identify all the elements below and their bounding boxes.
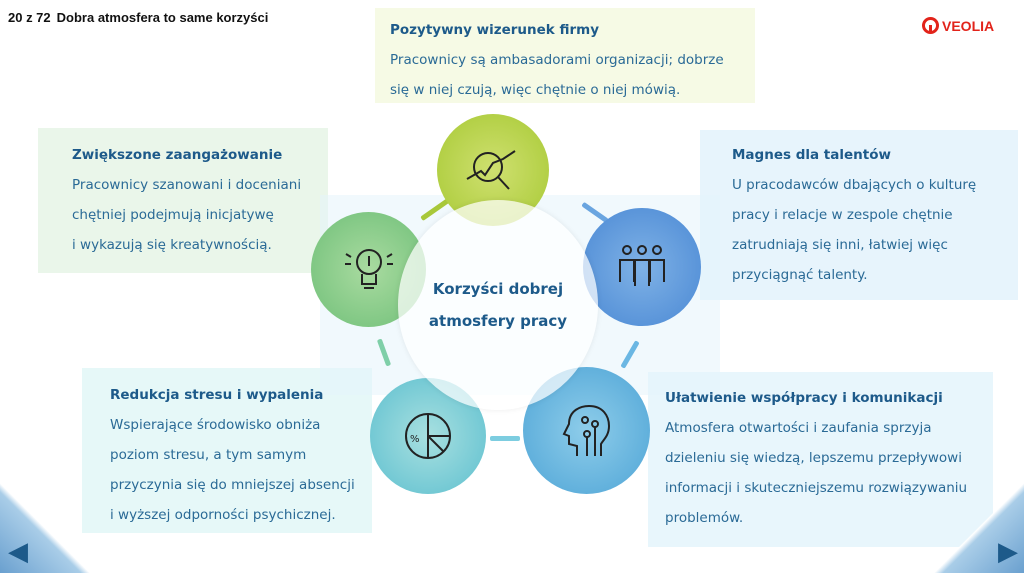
logo-text: VEOLIA (942, 17, 995, 34)
card-text: i wykazują się kreatywnością. (72, 237, 272, 253)
card-text: poziom stresu, a tym samym (110, 447, 307, 463)
page-counter: 20 z 72 (8, 10, 51, 25)
card-text: U pracodawców dbających o kulturę (732, 177, 977, 193)
page-curl-left (0, 483, 90, 573)
card-bg (375, 8, 755, 103)
center-circle: Korzyści dobrej atmosfery pracy (398, 200, 598, 410)
next-page-button[interactable]: ▶ (998, 537, 1018, 567)
card-text: przyciągnąć talenty. (732, 267, 868, 283)
arrow (490, 436, 520, 441)
card-text: problemów. (665, 510, 744, 526)
team-icon (583, 208, 701, 326)
veolia-logo-icon (922, 17, 939, 34)
card-title: Ułatwienie współpracy i komunikacji (665, 390, 943, 406)
card-talent: Magnes dla talentów U pracodawców dbający… (732, 140, 976, 290)
center-title-line1: Korzyści dobrej (432, 280, 564, 298)
card-text: informacji i skuteczniejszemu rozwiązywa… (665, 480, 968, 496)
card-title: Pozytywny wizerunek firmy (390, 22, 600, 38)
veolia-logo: VEOLIA (922, 17, 994, 34)
page-title: Dobra atmosfera to same korzyści (56, 10, 269, 25)
page-header: 20 z 72 Dobra atmosfera to same korzyści (8, 10, 274, 25)
card-text: chętniej podejmują inicjatywę (72, 207, 274, 223)
card-bg (700, 130, 1018, 300)
card-bg (82, 368, 372, 533)
card-title: Zwiększone zaangażowanie (72, 147, 283, 163)
card-text: pracy i relacje w zespole chętnie (732, 207, 953, 223)
page-curl-right (934, 483, 1024, 573)
card-bg (38, 128, 328, 273)
center-title-line2: atmosfery pracy (428, 312, 568, 330)
card-text: Atmosfera otwartości i zaufania sprzyja (665, 420, 932, 436)
card-text: Wspierające środowisko obniża (110, 417, 321, 433)
card-title: Magnes dla talentów (732, 147, 891, 163)
card-text: się w niej czują, więc chętnie o niej mó… (390, 82, 681, 98)
svg-text:%: % (410, 434, 420, 445)
card-text: i wyższej odporności psychicznej. (110, 507, 336, 523)
card-text: Pracownicy są ambasadorami organizacji; … (390, 52, 724, 68)
previous-page-button[interactable]: ◀ (8, 537, 28, 567)
card-text: zatrudniają się inni, łatwiej więc (732, 237, 948, 253)
card-text: przyczynia się do mniejszej absencji (110, 477, 355, 493)
card-title: Redukcja stresu i wypalenia (110, 387, 324, 403)
card-text: dzieleniu się wiedzą, lepszemu przepływo… (665, 450, 962, 466)
card-text: Pracownicy szanowani i doceniani (72, 177, 302, 193)
